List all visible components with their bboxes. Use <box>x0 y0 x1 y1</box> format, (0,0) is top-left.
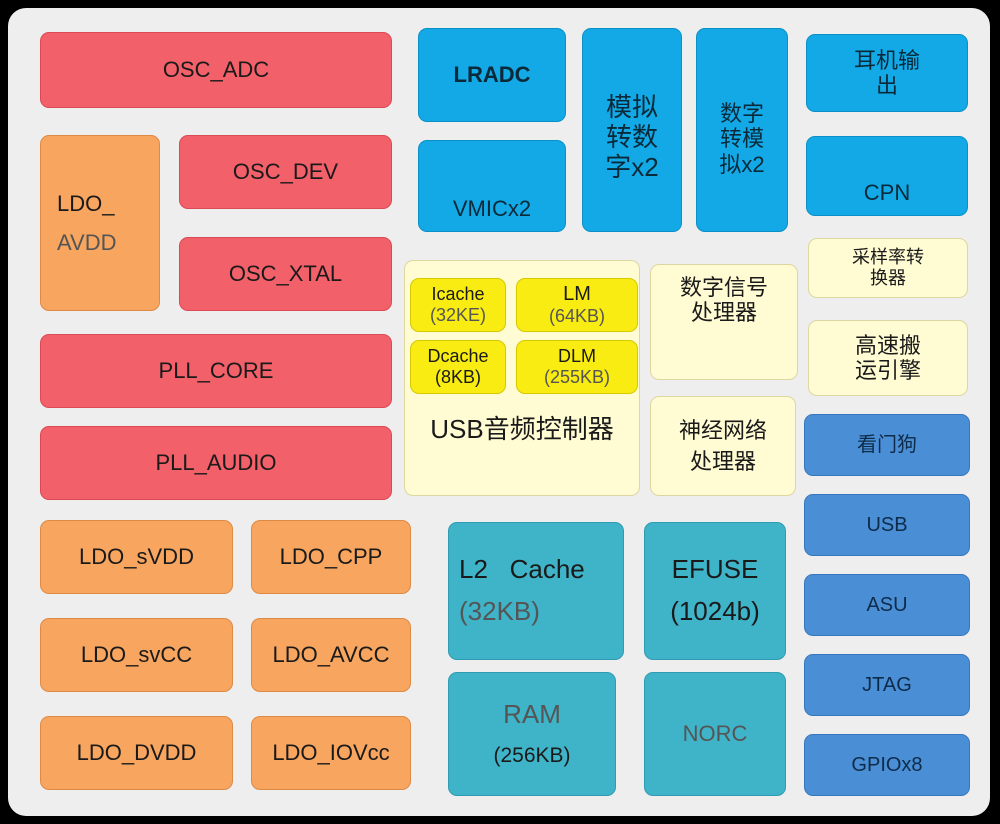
ldo-avcc-label: LDO_AVCC <box>272 642 390 668</box>
gpio-block: GPIOx8 <box>804 734 970 796</box>
ldo-avcc-block: LDO_AVCC <box>251 618 411 692</box>
usb-label: USB <box>866 513 908 536</box>
dlm-block: DLM (255KB) <box>516 340 638 394</box>
l2-cache-label: L2 Cache <box>459 554 585 585</box>
headphone-out-label-line1: 耳机输 <box>853 47 920 73</box>
lradc-label: LRADC <box>453 62 531 88</box>
gpio-label: GPIOx8 <box>851 753 923 776</box>
pll-audio-label: PLL_AUDIO <box>155 450 277 476</box>
dac-label-line2: 转模 <box>719 126 764 152</box>
dcache-label: Dcache <box>427 346 489 367</box>
pll-audio-block: PLL_AUDIO <box>40 426 392 500</box>
adc-label-line3: 字x2 <box>605 151 659 182</box>
osc-dev-block: OSC_DEV <box>179 135 392 209</box>
ldo-svcc-block: LDO_svCC <box>40 618 233 692</box>
ldo-avdd-label-line1: LDO_ <box>57 190 115 216</box>
ldo-svdd-label: LDO_sVDD <box>79 544 194 570</box>
osc-xtal-block: OSC_XTAL <box>179 237 392 311</box>
osc-dev-label: OSC_DEV <box>232 159 339 185</box>
dac-label-line1: 数字 <box>719 101 764 126</box>
icache-size: (32KE) <box>429 305 487 325</box>
pll-core-block: PLL_CORE <box>40 334 392 408</box>
osc-xtal-label: OSC_XTAL <box>228 261 343 287</box>
efuse-block: EFUSE (1024b) <box>644 522 786 660</box>
ram-block: RAM (256KB) <box>448 672 616 796</box>
ldo-dvdd-label: LDO_DVDD <box>76 740 197 766</box>
asu-label: ASU <box>866 593 908 616</box>
cpn-label: CPN <box>863 179 911 205</box>
lm-block: LM (64KB) <box>516 278 638 332</box>
dac-block: 数字 转模 拟x2 <box>696 28 788 232</box>
adc-label-line2: 转数 <box>605 121 658 152</box>
icache-label: Icache <box>431 284 485 305</box>
npu-block: 神经网络 处理器 <box>650 396 796 496</box>
ldo-avdd-label-line2: AVDD <box>57 230 117 255</box>
adc-block: 模拟 转数 字x2 <box>582 28 682 232</box>
ldo-svcc-label: LDO_svCC <box>80 642 193 668</box>
headphone-out-block: 耳机输 出 <box>806 34 968 112</box>
dac-label-line3: 拟x2 <box>719 151 765 177</box>
pll-core-label: PLL_CORE <box>158 358 274 384</box>
ldo-svdd-block: LDO_sVDD <box>40 520 233 594</box>
dsp-label-line1: 数字信号 <box>679 275 768 300</box>
osc-adc-label: OSC_ADC <box>162 57 270 83</box>
vmic-block: VMICx2 <box>418 140 566 232</box>
lm-label: LM <box>563 283 591 306</box>
headphone-out-label-line2: 出 <box>875 73 898 98</box>
icache-block: Icache (32KE) <box>410 278 506 332</box>
adc-label-line1: 模拟 <box>605 92 658 122</box>
ldo-cpp-label: LDO_CPP <box>279 544 383 570</box>
efuse-label: EFUSE <box>671 554 759 585</box>
src-label-line1: 采样率转 <box>852 247 924 268</box>
ldo-iovcc-block: LDO_IOVcc <box>251 716 411 790</box>
dsp-block: 数字信号 处理器 <box>650 264 798 380</box>
sample-rate-converter-block: 采样率转 换器 <box>808 238 968 298</box>
usb-audio-controller-label: USB音频控制器 <box>430 414 614 445</box>
dlm-label: DLM <box>557 346 596 367</box>
l2-cache-size: (32KB) <box>459 596 540 626</box>
cpn-block: CPN <box>806 136 968 216</box>
asu-block: ASU <box>804 574 970 636</box>
watchdog-label: 看门狗 <box>857 433 917 456</box>
ram-size: (256KB) <box>493 743 571 767</box>
watchdog-block: 看门狗 <box>804 414 970 476</box>
dcache-size: (8KB) <box>434 367 481 387</box>
npu-label-line1: 神经网络 <box>678 417 767 443</box>
dma-label-line1: 高速搬 <box>854 332 921 358</box>
src-label-line2: 换器 <box>870 268 906 288</box>
usb-block: USB <box>804 494 970 556</box>
l2-cache-block: L2 Cache (32KB) <box>448 522 624 660</box>
jtag-block: JTAG <box>804 654 970 716</box>
efuse-size: (1024b) <box>670 596 760 626</box>
dlm-size: (255KB) <box>543 367 611 387</box>
npu-label-line2: 处理器 <box>689 449 756 474</box>
lm-size: (64KB) <box>548 306 606 327</box>
dsp-label-line2: 处理器 <box>690 300 757 326</box>
norc-block: NORC <box>644 672 786 796</box>
osc-adc-block: OSC_ADC <box>40 32 392 108</box>
ldo-dvdd-block: LDO_DVDD <box>40 716 233 790</box>
ldo-cpp-block: LDO_CPP <box>251 520 411 594</box>
norc-label: NORC <box>682 721 748 747</box>
lradc-block: LRADC <box>418 28 566 122</box>
ldo-avdd-block: LDO_ AVDD <box>40 135 160 311</box>
ram-label: RAM <box>503 698 561 729</box>
dcache-block: Dcache (8KB) <box>410 340 506 394</box>
ldo-iovcc-label: LDO_IOVcc <box>272 740 390 766</box>
vmic-label: VMICx2 <box>452 195 532 221</box>
dma-label-line2: 运引擎 <box>854 358 921 383</box>
dma-engine-block: 高速搬 运引擎 <box>808 320 968 396</box>
jtag-label: JTAG <box>862 673 912 696</box>
